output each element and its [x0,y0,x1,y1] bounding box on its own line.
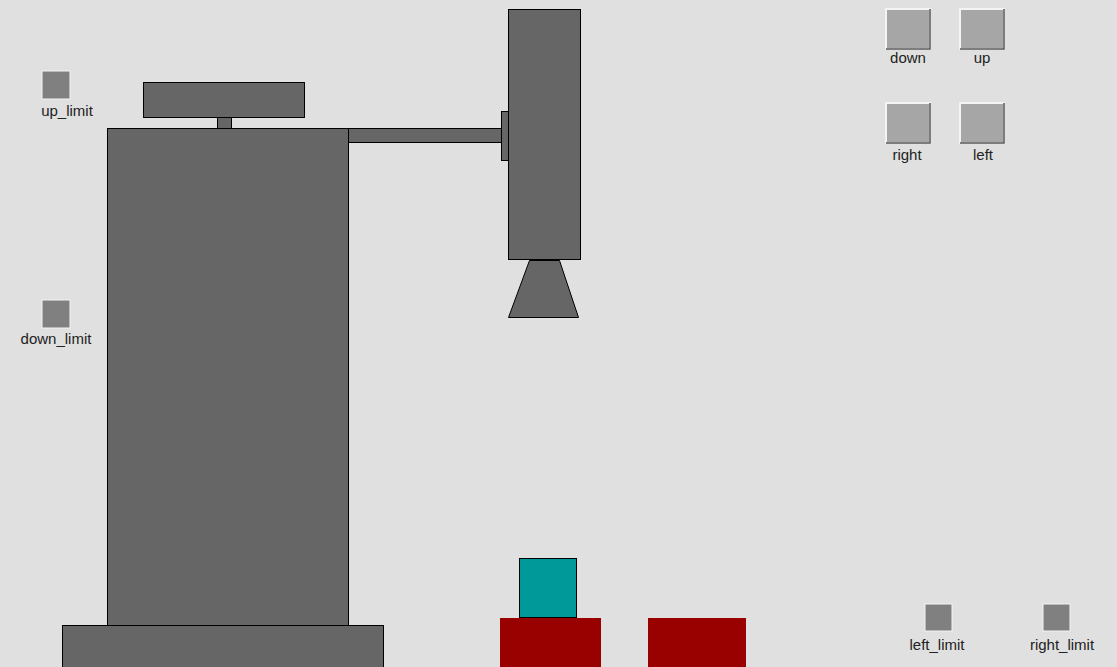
indicator-square [42,71,70,99]
arm-plate [502,112,509,161]
top-connector [218,118,232,129]
platform-right [648,618,746,667]
button-label: down [890,49,926,66]
button-shadow [960,103,1004,143]
crane-column [108,129,349,626]
control-button [960,103,1004,143]
gripper-nozzle [509,261,579,318]
limit-label: right_limit [1030,636,1094,653]
control-buttons [886,9,1004,143]
crane-arm [349,129,502,143]
control-button [886,103,930,143]
top-plate [144,83,305,118]
limit-label: up_limit [41,102,93,119]
button-shadow [886,103,930,143]
limit-indicators [42,71,1070,631]
indicator-square [1043,604,1070,631]
crane-base [63,626,384,667]
limit-label: left_limit [909,636,964,653]
workpiece-box [520,559,577,618]
control-button [960,9,1004,49]
button-label: up [974,49,991,66]
gripper-body [509,10,581,260]
platform-left [500,618,601,667]
button-label: left [973,146,993,163]
limit-label: down_limit [21,330,92,347]
control-button [886,9,930,49]
indicator-square [42,300,70,328]
button-shadow [960,9,1004,49]
button-shadow [886,9,930,49]
button-label: right [892,146,921,163]
indicator-square [925,604,952,631]
